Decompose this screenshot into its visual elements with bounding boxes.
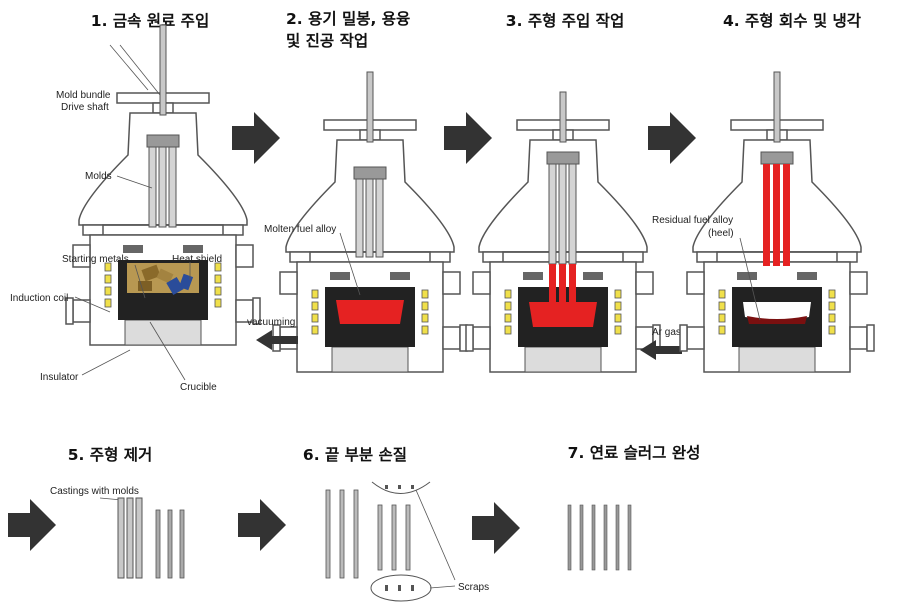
label-insulator: Insulator: [40, 372, 79, 383]
step-1: 1. 금속 원료 주입 Mold bundle Drive shaft Mold…: [10, 12, 261, 393]
label-molten-fuel-alloy: Molten fuel alloy: [264, 224, 336, 235]
step-5-title: 5. 주형 제거: [68, 445, 153, 464]
reactor-vessel-2: [272, 71, 468, 373]
fuel-slug: [603, 504, 608, 571]
step-4-title: 4. 주형 회수 및 냉각: [723, 11, 862, 30]
reactor-vessel-3: [465, 91, 661, 373]
label-molds: Molds: [85, 171, 112, 182]
label-residual-2: (heel): [708, 228, 734, 239]
fuel-slug: [615, 504, 620, 571]
flow-arrow-2: [444, 112, 492, 164]
vacuum-arrow: [256, 330, 298, 350]
flow-arrow-4: [8, 499, 56, 551]
reactor-vessel-1: [65, 24, 261, 346]
label-heat-shield: Heat shield: [172, 254, 222, 265]
step-2-title-line1: 2. 용기 밀봉, 용융: [286, 9, 410, 28]
label-starting-metals: Starting metals: [62, 254, 129, 265]
flow-arrow-1: [232, 112, 280, 164]
label-ar-gas: Ar gas: [652, 327, 681, 338]
casting-rod: [117, 497, 125, 579]
label-mold-bundle-1: Mold bundle: [56, 90, 111, 101]
flow-arrow-6: [472, 502, 520, 554]
label-castings-with-molds: Castings with molds: [50, 486, 139, 497]
fuel-slug: [591, 504, 596, 571]
mold-tube: [179, 509, 185, 579]
flow-arrow-5: [238, 499, 286, 551]
label-residual-1: Residual fuel alloy: [652, 215, 733, 226]
fuel-slug: [627, 504, 632, 571]
step-2-title-line2: 및 진공 작업: [286, 31, 368, 50]
fuel-slug: [579, 504, 584, 571]
step-1-title: 1. 금속 원료 주입: [91, 12, 209, 30]
scrap-tray-top: [371, 481, 431, 494]
rod: [391, 504, 397, 571]
step-6-title: 6. 끝 부분 손질: [303, 445, 407, 464]
step-4: 4. 주형 회수 및 냉각 Residual fuel alloy (heel): [652, 11, 875, 373]
rod: [325, 489, 331, 579]
mold-tube: [155, 509, 161, 579]
rod: [405, 504, 411, 571]
rod: [339, 489, 345, 579]
mold-tube: [167, 509, 173, 579]
label-scraps: Scraps: [458, 582, 489, 593]
label-vacuuming: vacuuming: [247, 317, 295, 328]
casting-rod: [135, 497, 143, 579]
label-crucible: Crucible: [180, 382, 217, 393]
rod: [353, 489, 359, 579]
label-mold-bundle-2: Drive shaft: [61, 102, 109, 113]
step-7-title: 7. 연료 슬러그 완성: [568, 444, 701, 462]
step-6: 6. 끝 부분 손질 Scraps: [238, 445, 489, 602]
casting-rod: [126, 497, 134, 579]
flow-arrow-3: [648, 112, 696, 164]
step-2: 2. 용기 밀봉, 용융 및 진공 작업 Molten fuel alloy v…: [247, 9, 468, 373]
ar-gas-arrow: [640, 340, 682, 360]
step-3: 3. 주형 주입 작업 Ar gas: [465, 11, 682, 373]
label-induction-coil: Induction coil: [10, 293, 68, 304]
step-7: 7. 연료 슬러그 완성: [472, 444, 701, 571]
step-5: 5. 주형 제거 Castings with molds: [8, 445, 185, 579]
reactor-vessel-4: [679, 71, 875, 373]
step-3-title: 3. 주형 주입 작업: [506, 11, 624, 30]
fuel-slug: [567, 504, 572, 571]
rod: [377, 504, 383, 571]
